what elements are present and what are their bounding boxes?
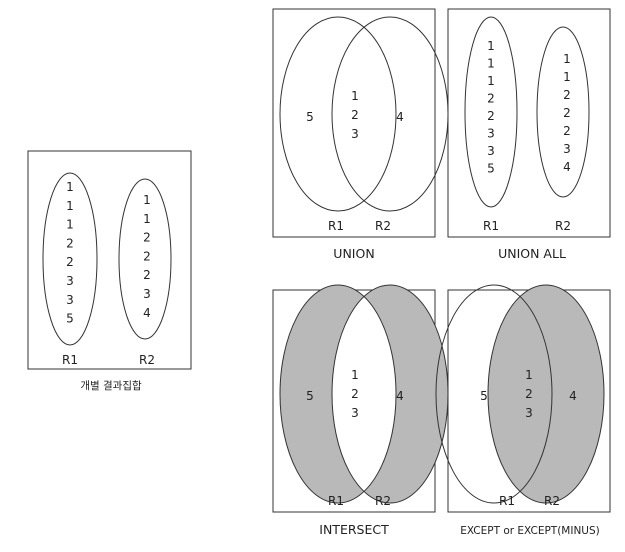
r2-label: R2	[139, 353, 155, 367]
r2-values: 1 1 2 2 2 3 4	[143, 193, 151, 320]
r1-ellipse	[42, 172, 98, 346]
common-value: 3	[351, 406, 359, 420]
common-value: 1	[525, 368, 533, 382]
r1-value: 1	[487, 57, 495, 71]
common-values: 1 2 3	[351, 368, 359, 420]
except-caption: EXCEPT or EXCEPT(MINUS)	[460, 525, 600, 537]
common-value: 2	[351, 387, 359, 401]
panel-except: 5 1 2 3 4 R1 R2 EXCEPT or EXCEPT(MINUS)	[435, 284, 611, 537]
r2-label: R2	[555, 219, 571, 233]
r1-label: R1	[499, 494, 515, 508]
r1-value: 3	[66, 274, 74, 288]
panel-union-all: 1 1 1 2 2 3 3 5 1 1 2 2 2 3 4 R1 R2 UNION ALL	[447, 8, 611, 261]
left-only-value: 5	[306, 110, 314, 124]
panel-individual: 1 1 1 2 2 3 3 5 1 1 2 2 2 3 4 R1 R2 개별 결과집합	[27, 150, 192, 392]
r1-value: 5	[487, 162, 495, 176]
r2-label: R2	[544, 494, 560, 508]
r2-value: 4	[143, 306, 151, 320]
right-only-value: 4	[396, 110, 404, 124]
r2-ellipse	[536, 26, 590, 198]
panel-union: 5 1 2 3 4 R1 R2 UNION	[272, 8, 449, 261]
r2-value: 4	[563, 160, 571, 174]
union-all-caption: UNION ALL	[498, 246, 566, 261]
r2-value: 3	[563, 142, 571, 156]
r1-values: 1 1 1 2 2 3 3 5	[66, 180, 74, 326]
r1-value: 3	[487, 144, 495, 158]
r2-value: 1	[563, 70, 571, 84]
r2-label: R2	[375, 219, 391, 233]
r2-value: 2	[563, 124, 571, 138]
left-only-value: 5	[480, 389, 488, 403]
r1-label: R1	[483, 219, 499, 233]
common-value: 2	[351, 108, 359, 122]
r1-label: R1	[328, 494, 344, 508]
panel-intersect: 5 1 2 3 4 R1 R2 INTERSECT	[272, 284, 449, 537]
r2-ellipse	[331, 16, 449, 212]
r1-label: R1	[328, 219, 344, 233]
r2-value: 1	[143, 212, 151, 226]
r1-values: 1 1 1 2 2 3 3 5	[487, 39, 495, 176]
r1-value: 3	[487, 127, 495, 141]
r2-value: 1	[143, 193, 151, 207]
r1-value: 2	[66, 255, 74, 269]
r1-value: 2	[487, 109, 495, 123]
r2-value: 1	[563, 52, 571, 66]
r2-value: 2	[143, 231, 151, 245]
common-values: 1 2 3	[525, 368, 533, 420]
common-value: 3	[351, 127, 359, 141]
intersect-caption: INTERSECT	[319, 522, 389, 537]
common-values: 1 2 3	[351, 89, 359, 141]
r2-value: 2	[563, 106, 571, 120]
r2-value: 3	[143, 287, 151, 301]
r2-value: 2	[563, 88, 571, 102]
union-caption: UNION	[333, 246, 374, 261]
right-only-value: 4	[569, 389, 577, 403]
r2-ellipse-fill	[488, 285, 604, 503]
r1-ellipse	[464, 16, 518, 208]
r1-value: 5	[66, 312, 74, 326]
r2-values: 1 1 2 2 2 3 4	[563, 52, 571, 174]
r1-value: 2	[66, 236, 74, 250]
r2-ellipse	[118, 178, 172, 340]
common-value: 1	[351, 368, 359, 382]
r1-value: 3	[66, 293, 74, 307]
common-value: 1	[351, 89, 359, 103]
r1-value: 2	[487, 92, 495, 106]
r1-label: R1	[62, 353, 78, 367]
left-only-value: 5	[306, 389, 314, 403]
r1-ellipse	[279, 16, 397, 212]
r1-value: 1	[66, 218, 74, 232]
r2-value: 2	[143, 249, 151, 263]
r1-value: 1	[487, 74, 495, 88]
common-value: 3	[525, 406, 533, 420]
common-value: 2	[525, 387, 533, 401]
r1-value: 1	[487, 39, 495, 53]
r1-value: 1	[66, 199, 74, 213]
r2-label: R2	[375, 494, 391, 508]
intersection-region	[332, 285, 396, 503]
right-only-value: 4	[396, 389, 404, 403]
individual-caption: 개별 결과집합	[80, 380, 142, 392]
r1-value: 1	[66, 180, 74, 194]
r2-value: 2	[143, 268, 151, 282]
